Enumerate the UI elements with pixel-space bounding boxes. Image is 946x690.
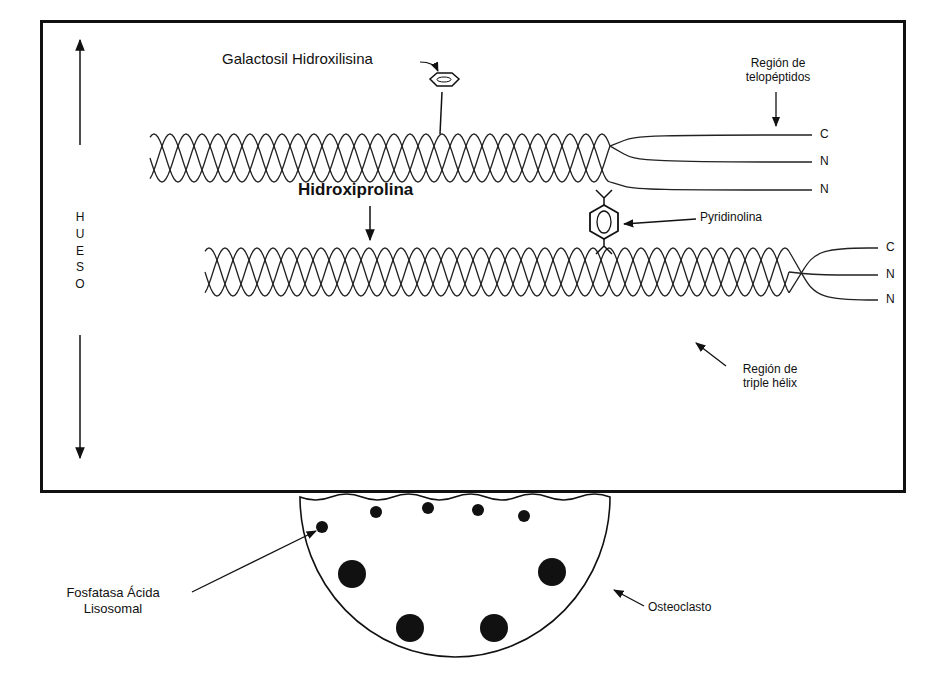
terminus-label: N bbox=[820, 154, 829, 168]
pyridinoline-ring bbox=[590, 205, 618, 239]
part-label: Pyridinolina bbox=[700, 210, 762, 224]
nucleus bbox=[396, 614, 424, 642]
terminus-label: C bbox=[886, 240, 895, 254]
terminus-label: N bbox=[886, 292, 895, 306]
helix-strand bbox=[205, 248, 789, 296]
part-label: Región de telopéptidos bbox=[738, 56, 818, 85]
sugar-ring bbox=[437, 77, 451, 82]
part-label: Región de triple hélix bbox=[730, 362, 810, 391]
osteoclast-cell bbox=[300, 494, 610, 657]
leader-arrow bbox=[624, 219, 696, 224]
lysosome bbox=[316, 521, 328, 533]
pyridinoline-ring bbox=[597, 211, 611, 233]
helix-strand bbox=[150, 134, 610, 182]
telopeptide-strand bbox=[610, 182, 812, 190]
crosslink-bond bbox=[596, 190, 612, 205]
telopeptide-strand bbox=[789, 251, 878, 300]
lysosome bbox=[518, 510, 530, 522]
bone-region: HUESO bbox=[40, 20, 906, 493]
leader-arrow bbox=[614, 590, 644, 606]
lysosome bbox=[370, 506, 382, 518]
helix-strand bbox=[150, 134, 610, 182]
part-label: Galactosil Hidroxilisina bbox=[222, 50, 422, 68]
helix-strand bbox=[205, 248, 789, 296]
sugar-ring bbox=[430, 73, 459, 86]
telopeptide-strand bbox=[610, 135, 812, 146]
lysosome bbox=[472, 504, 484, 516]
part-label: Hidroxiprolina bbox=[298, 180, 458, 200]
region-name: HUESO bbox=[74, 209, 86, 293]
terminus-label: N bbox=[820, 182, 829, 196]
telopeptide-strand bbox=[789, 248, 878, 293]
terminus-label: C bbox=[820, 127, 829, 141]
nucleus bbox=[338, 560, 366, 588]
helix-strand bbox=[205, 248, 789, 296]
leader-arrow bbox=[192, 531, 316, 592]
leader-arrow bbox=[369, 206, 371, 240]
leader-arrow bbox=[420, 62, 438, 71]
bone-arrow bbox=[79, 335, 81, 458]
terminus-label: N bbox=[886, 267, 895, 281]
leader-arrow bbox=[775, 92, 776, 126]
sugar-stem bbox=[440, 92, 442, 134]
telopeptide-strand bbox=[610, 146, 812, 162]
nucleus bbox=[538, 558, 566, 586]
part-label: Osteoclasto bbox=[648, 600, 711, 614]
lysosome bbox=[422, 502, 434, 514]
helix-strand bbox=[150, 134, 610, 182]
part-label: Fosfatasa Ácida Lisosomal bbox=[38, 585, 188, 616]
osteoclast-cell bbox=[300, 494, 610, 657]
bone-arrow bbox=[79, 40, 81, 145]
leader-arrow bbox=[696, 343, 726, 366]
crosslink-bond bbox=[596, 239, 612, 254]
collagen-helix bbox=[150, 134, 878, 300]
nucleus bbox=[480, 614, 508, 642]
